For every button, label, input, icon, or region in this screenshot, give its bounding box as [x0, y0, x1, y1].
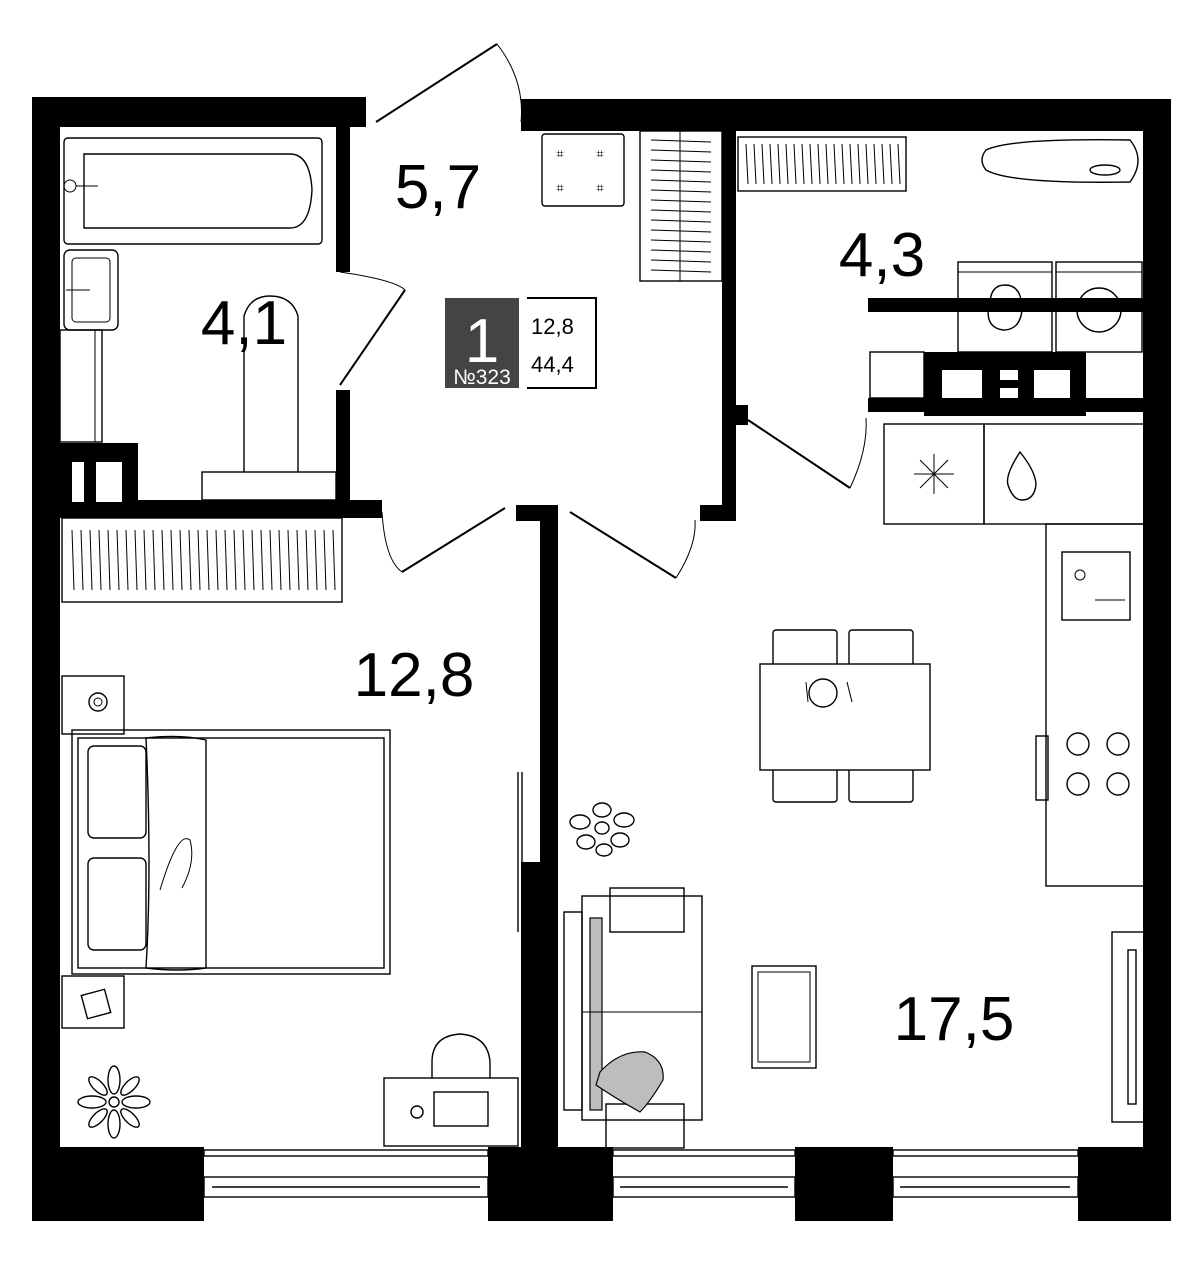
hall-fixtures: ⌗ ⌗ ⌗ ⌗: [541, 130, 723, 282]
living-furniture: [563, 802, 817, 1149]
svg-text:⌗: ⌗: [556, 146, 564, 161]
svg-text:⌗: ⌗: [556, 180, 564, 195]
area-label-hall: 5,7: [395, 153, 481, 222]
doors: [339, 43, 867, 932]
badge-total-area: 44,4: [531, 352, 574, 377]
badge-background: [445, 298, 519, 388]
badge-apartment-number: №323: [453, 366, 511, 389]
kitchen-fixtures: [883, 423, 1147, 1123]
bedroom-furniture: [61, 517, 519, 1147]
walls: [32, 97, 1171, 1221]
badge-room-count: 1: [465, 307, 499, 376]
dining-table: [759, 629, 931, 803]
svg-text:⌗: ⌗: [596, 180, 604, 195]
apartment-badge: 1 №323 12,8 44,4: [445, 297, 597, 389]
area-label-bathroom: 4,1: [201, 289, 287, 358]
area-label-laundry: 4,3: [839, 221, 925, 290]
area-label-kitchen-living: 17,5: [894, 985, 1015, 1054]
badge-living-area: 12,8: [531, 314, 574, 339]
room-area-labels: 5,7 4,1 4,3 12,8 17,5: [201, 153, 1014, 1054]
bathroom-fixtures: [59, 137, 337, 501]
svg-text:⌗: ⌗: [596, 146, 604, 161]
laundry-fixtures: [737, 136, 1143, 399]
area-label-bedroom: 12,8: [354, 641, 475, 710]
windows: [203, 1149, 1079, 1198]
